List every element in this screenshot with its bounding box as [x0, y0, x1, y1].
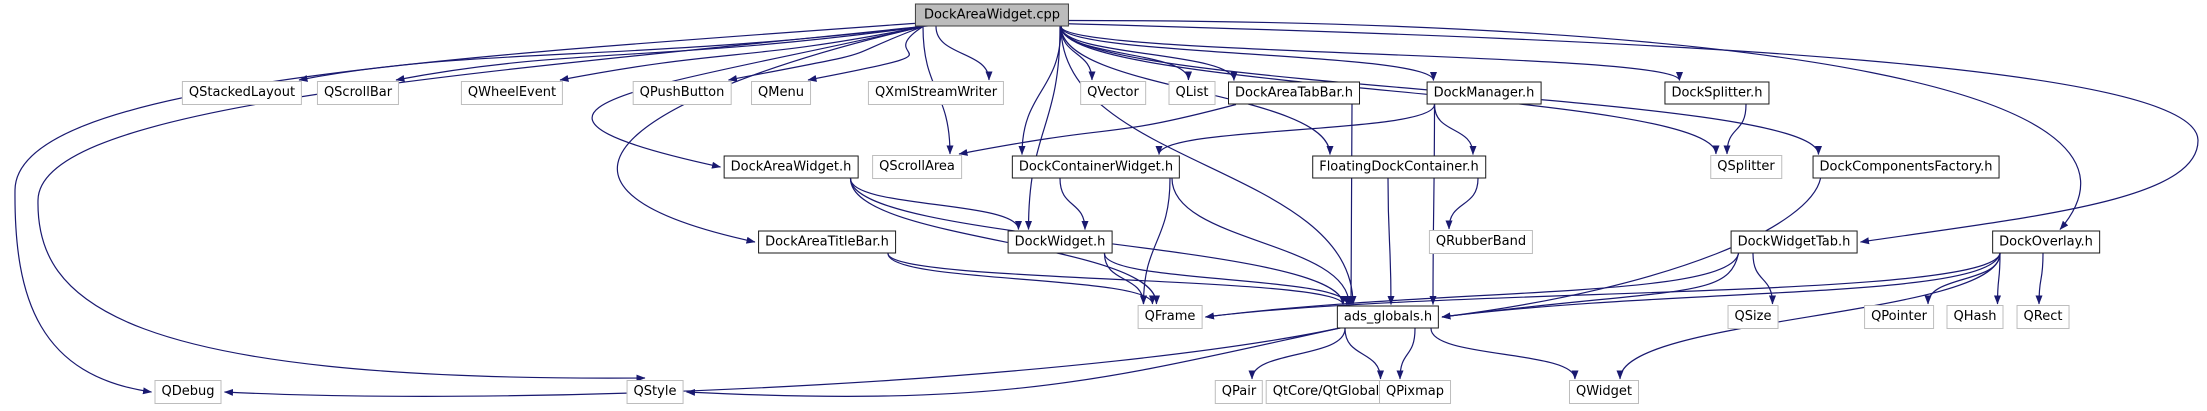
node-ads_globals[interactable]: ads_globals.h — [1336, 305, 1440, 329]
edge-ads_globals-qdebug — [224, 325, 1348, 397]
edge-dockareawidget_h-dockwidget — [849, 178, 1022, 230]
edge-dockwidgettab-ads_globals — [1441, 253, 1740, 320]
node-dockareatabbar[interactable]: DockAreaTabBar.h — [1228, 81, 1360, 105]
edge-cpp-dockareawidget_h — [591, 25, 924, 169]
edge-cpp-docksplitter — [1060, 25, 1683, 82]
edge-cpp-dockmanager — [1060, 26, 1437, 81]
edge-dockmanager-ads_globals — [1429, 104, 1437, 305]
edge-cpp-qscrollbar — [395, 25, 924, 82]
node-docksplitter[interactable]: DockSplitter.h — [1664, 81, 1770, 105]
edge-dockcontainerwidget-ads_globals — [1171, 178, 1353, 305]
edge-cpp-dockwidgettab — [1058, 22, 2199, 245]
node-dockmanager[interactable]: DockManager.h — [1426, 81, 1542, 105]
edge-floatingdockcontainer-ads_globals — [1387, 178, 1395, 305]
edge-dockareatitlebar-ads_globals — [887, 253, 1347, 305]
edge-ads_globals-qstyle — [686, 325, 1348, 397]
edge-cpp-dockareatabbar — [1060, 26, 1238, 81]
edge-cpp-qstyle — [37, 23, 942, 382]
node-qhash: QHash — [1946, 305, 2004, 329]
node-qrect: QRect — [2016, 305, 2070, 329]
node-qvector: QVector — [1080, 81, 1146, 105]
edge-dockmanager-floatingdockcontainer — [1433, 104, 1477, 155]
node-floatingdockcontainer[interactable]: FloatingDockContainer.h — [1312, 155, 1486, 179]
node-dockoverlay[interactable]: DockOverlay.h — [1992, 230, 2100, 254]
node-dockareawidget_h[interactable]: DockAreaWidget.h — [723, 155, 859, 179]
node-qrubberband: QRubberBand — [1428, 230, 1534, 254]
edge-cpp-dockcontainerwidget — [1018, 26, 1062, 155]
edge-dockcomponentsfactory-ads_globals — [1441, 178, 1822, 320]
edge-cpp-qdebug — [14, 21, 928, 395]
edge-dockmanager-dockcontainerwidget — [1155, 104, 1436, 155]
edge-dockoverlay-qwidget — [1616, 253, 2001, 380]
edge-cpp-qsplitter — [1060, 26, 1720, 155]
node-qstackedlayout: QStackedLayout — [181, 81, 303, 105]
node-qframe: QFrame — [1137, 305, 1203, 329]
node-qmenu: QMenu — [751, 81, 811, 105]
node-qstyle: QStyle — [626, 380, 684, 404]
edge-cpp-qstackedlayout — [298, 25, 924, 82]
edge-ads_globals-qwidget — [1430, 328, 1579, 380]
node-qpixmap: QPixmap — [1379, 380, 1451, 404]
edge-dockareawidget_h-qframe — [849, 178, 1160, 305]
edge-ads_globals-qpixmap — [1396, 328, 1416, 380]
edge-dockareatitlebar-qframe — [887, 253, 1156, 305]
edge-dockwidget-qframe — [1103, 253, 1147, 305]
node-qdebug: QDebug — [154, 380, 222, 404]
node-qscrollbar: QScrollBar — [316, 81, 400, 105]
node-qsplitter: QSplitter — [1710, 155, 1782, 179]
node-dockcontainerwidget[interactable]: DockContainerWidget.h — [1011, 155, 1181, 179]
edge-ads_globals-qpair — [1248, 328, 1346, 380]
edge-dockareatabbar-qscrollarea — [958, 103, 1237, 156]
node-qwheelevent: QWheelEvent — [460, 81, 564, 105]
edge-cpp-dockoverlay — [1062, 19, 2082, 230]
node-dockareatitlebar[interactable]: DockAreaTitleBar.h — [758, 230, 896, 254]
node-qtcoreqtglobal: QtCore/QtGlobal — [1265, 380, 1387, 404]
edge-dockwidgettab-qframe — [1205, 253, 1740, 320]
node-dockcomponentsfactory[interactable]: DockComponentsFactory.h — [1812, 155, 2000, 179]
edge-dockcontainerwidget-dockwidget — [1059, 178, 1089, 230]
edge-floatingdockcontainer-qrubberband — [1445, 178, 1479, 230]
edge-docksplitter-qsplitter — [1723, 104, 1747, 155]
node-dockwidget[interactable]: DockWidget.h — [1007, 230, 1113, 254]
edge-cpp-dockareatitlebar — [616, 25, 924, 244]
node-qpushbutton: QPushButton — [632, 81, 732, 105]
node-cpp: DockAreaWidget.cpp — [914, 3, 1070, 27]
edge-cpp-ads_globals — [1060, 26, 1357, 305]
node-dockwidgettab[interactable]: DockWidgetTab.h — [1730, 230, 1858, 254]
edge-cpp-dockwidget — [1025, 26, 1061, 230]
node-qsize: QSize — [1727, 305, 1779, 329]
edge-dockoverlay-ads_globals — [1441, 253, 2001, 320]
edge-dockwidget-ads_globals — [1103, 253, 1351, 305]
node-qpointer: QPointer — [1864, 305, 1934, 329]
node-qscrollarea: QScrollArea — [872, 155, 962, 179]
edge-dockareatabbar-ads_globals — [1347, 104, 1355, 305]
edge-cpp-qmenu — [807, 25, 924, 82]
edge-dockoverlay-qrect — [2035, 253, 2044, 305]
edge-cpp-qxmlstreamwriter — [935, 26, 993, 81]
node-qpair: QPair — [1214, 380, 1264, 404]
edge-ads_globals-qtcoreqtglobal — [1344, 328, 1384, 380]
node-qxmlstreamwriter: QXmlStreamWriter — [867, 81, 1005, 105]
edge-dockcontainerwidget-qframe — [1140, 178, 1171, 305]
edge-dockwidgettab-qsize — [1752, 253, 1776, 305]
node-qwidget: QWidget — [1568, 380, 1640, 404]
edge-cpp-qwheelevent — [559, 25, 924, 82]
node-qlist: QList — [1168, 81, 1216, 105]
edge-dockoverlay-qhash — [1994, 253, 2002, 305]
edge-dockoverlay-qframe — [1205, 253, 2001, 320]
edge-cpp-qpushbutton — [728, 25, 924, 82]
